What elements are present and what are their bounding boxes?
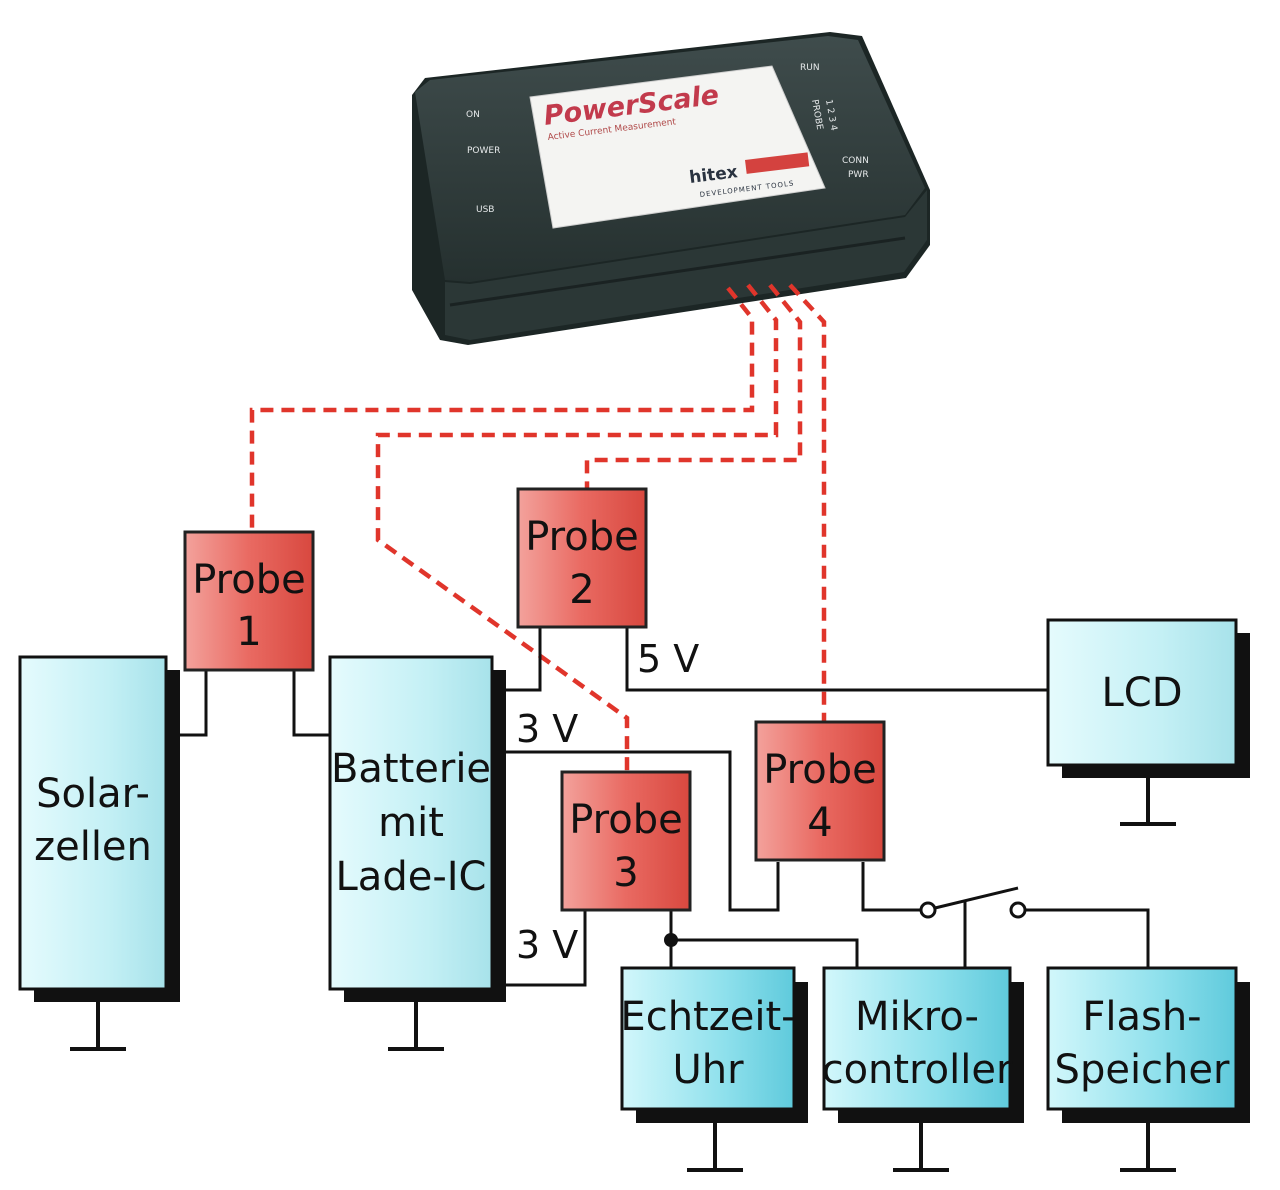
switch-contact-right — [1009, 901, 1027, 919]
wire-solar-probe1 — [180, 670, 208, 737]
probe-4-label: Probe — [763, 747, 876, 793]
led-label-power: POWER — [467, 146, 500, 156]
probe-3-number: 3 — [613, 850, 638, 896]
probe-line-1 — [249, 286, 755, 532]
rtc-block: Echtzeit- Uhr — [620, 966, 808, 1123]
probe-3: Probe 3 — [560, 770, 692, 912]
voltage-label-lower: 3 V — [516, 923, 578, 967]
wire-battery-probe2 — [506, 628, 542, 692]
probe-3-label: Probe — [569, 797, 682, 843]
probe-1-label: Probe — [192, 557, 305, 603]
wire-battery-probe3 — [506, 910, 587, 987]
probe-4-box — [754, 720, 886, 862]
wire-probe4-switch — [861, 862, 921, 912]
rtc-label-1: Echtzeit- — [620, 994, 795, 1040]
probe-2-box — [516, 487, 648, 629]
battery-box — [328, 655, 494, 991]
mcu-label-1: Mikro- — [855, 994, 979, 1040]
mcu-block: Mikro- controller — [822, 966, 1024, 1123]
probe-measurement-lines — [249, 283, 827, 772]
lcd-label: LCD — [1101, 670, 1182, 716]
solar-cells-box — [18, 655, 168, 991]
wire-probe3-mcu — [671, 938, 859, 970]
battery-block: Batterie mit Lade-IC — [328, 655, 506, 1002]
probe-3-box — [560, 770, 692, 912]
ground-lcd — [1120, 778, 1176, 826]
ground-solar — [70, 1002, 126, 1051]
probe-2: Probe 2 — [516, 487, 648, 629]
flash-box — [1046, 966, 1238, 1111]
ground-battery — [388, 1002, 444, 1051]
led-label-usb: USB — [476, 205, 494, 215]
probe-1: Probe 1 — [183, 530, 315, 672]
battery-label-2: mit — [378, 800, 444, 846]
probe-4-number: 4 — [807, 800, 832, 846]
probe-line-4 — [788, 283, 827, 722]
ground-rtc — [687, 1123, 743, 1172]
switch-contact-left — [919, 901, 937, 919]
device-led-labels-left: ON POWER USB — [466, 110, 500, 215]
solar-cells-label-1: Solar- — [36, 771, 150, 817]
powerscale-device: PowerScale Active Current Measurement hi… — [412, 32, 930, 345]
power-switch — [919, 886, 1027, 919]
circuit-wires — [180, 628, 1150, 987]
probe-4: Probe 4 — [754, 720, 886, 862]
lcd-box — [1046, 618, 1238, 767]
device-seam — [449, 236, 906, 307]
flash-label-1: Flash- — [1082, 994, 1201, 1040]
wire-battery-probe4 — [506, 750, 780, 912]
ground-mcu — [893, 1123, 949, 1172]
device-label-panel — [529, 65, 826, 229]
probe-1-box — [183, 530, 315, 672]
wire-probe1-battery — [292, 670, 330, 737]
rtc-label-2: Uhr — [672, 1047, 744, 1093]
battery-label-3: Lade-IC — [336, 854, 487, 900]
battery-label-1: Batterie — [331, 746, 491, 792]
device-front-face — [445, 190, 927, 340]
flash-block: Flash- Speicher — [1046, 966, 1250, 1123]
ground-symbols — [70, 778, 1176, 1172]
switch-lever — [934, 886, 1019, 910]
wire-probe2-lcd — [625, 628, 1048, 692]
probe-2-number: 2 — [569, 567, 594, 613]
wire-junction-dot — [664, 933, 678, 947]
led-label-pwr: PWR — [848, 170, 869, 180]
led-label-conn: CONN — [842, 156, 869, 166]
probe-1-number: 1 — [236, 609, 261, 655]
voltage-label-upper: 3 V — [516, 707, 578, 751]
solar-cells-block: Solar- zellen — [18, 655, 180, 1002]
ground-flash — [1120, 1123, 1176, 1172]
probe-2-label: Probe — [525, 514, 638, 560]
flash-label-2: Speicher — [1055, 1047, 1230, 1093]
voltage-label-lcd: 5 V — [637, 637, 699, 681]
lcd-block: LCD — [1046, 618, 1250, 778]
solar-cells-label-2: zellen — [34, 824, 152, 870]
led-label-run: RUN — [800, 63, 820, 73]
probe-line-3 — [375, 283, 779, 772]
rtc-box — [620, 966, 796, 1111]
mcu-box — [822, 966, 1012, 1111]
device-brand-bar — [745, 152, 810, 174]
led-label-on: ON — [466, 110, 480, 120]
mcu-label-2: controller — [822, 1047, 1013, 1093]
probe-line-2 — [584, 283, 803, 490]
wire-switch-flash — [1025, 908, 1150, 970]
